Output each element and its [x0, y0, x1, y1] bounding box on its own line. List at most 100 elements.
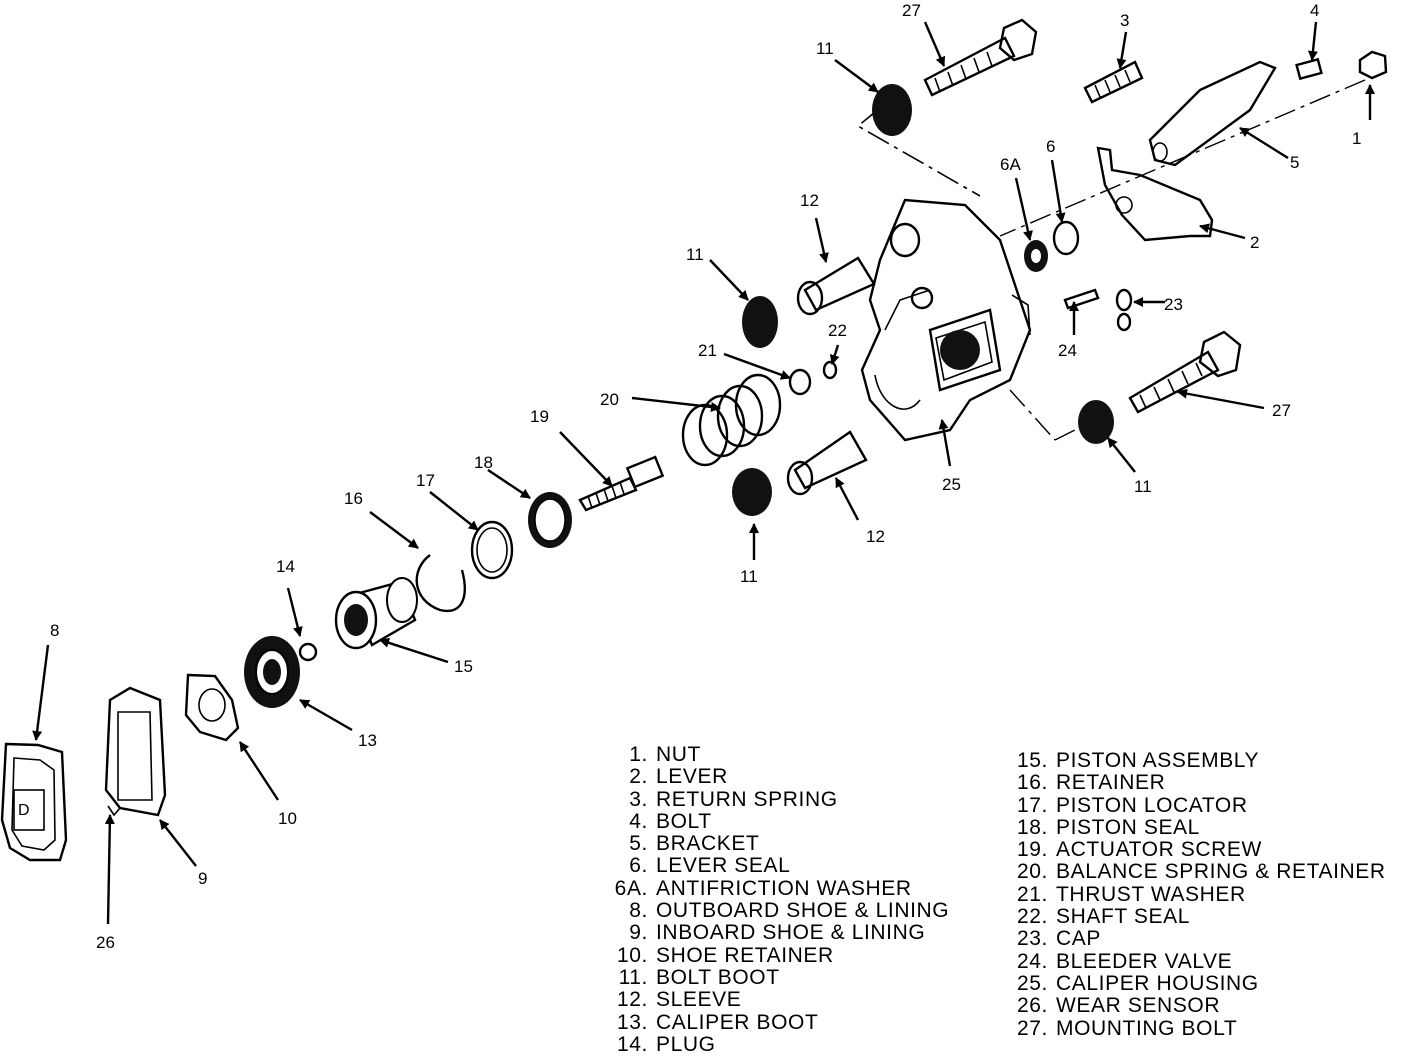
balance-spring-part: [681, 373, 782, 467]
callout-9: 9: [198, 869, 207, 888]
callout-8: 8: [50, 621, 59, 640]
legend-label: NUT: [656, 743, 701, 766]
legend-label: BRACKET: [656, 832, 760, 856]
legend-label: PISTON ASSEMBLY: [1056, 749, 1260, 772]
legend-number: 11.: [618, 965, 648, 989]
legend-item: 16. RETAINER: [1010, 771, 1386, 795]
legend-item: 6.LEVER SEAL: [612, 854, 949, 878]
legend-item: 13.CALIPER BOOT: [612, 1010, 949, 1034]
leader-arrows: [32, 21, 1375, 925]
callout-16: 16: [344, 489, 363, 508]
legend-number: 4.: [629, 809, 648, 833]
piston-assembly-part: [334, 577, 418, 650]
callout-11-right: 11: [1134, 477, 1152, 496]
callout-10: 10: [278, 809, 297, 828]
legend-label: RETAINER: [1056, 771, 1166, 795]
callout-11-top: 11: [816, 39, 834, 58]
callout-13: 13: [358, 731, 377, 750]
legend-number: 10.: [617, 943, 648, 967]
callout-20: 20: [600, 390, 619, 409]
legend-label: PISTON SEAL: [1056, 815, 1200, 839]
legend-item: 17. PISTON LOCATOR: [1010, 793, 1386, 817]
legend-number: 24.: [1017, 949, 1048, 973]
legend-label: RETURN SPRING: [656, 787, 838, 811]
legend-label: MOUNTING BOLT: [1056, 1016, 1238, 1040]
legend-item: 19.ACTUATOR SCREW: [1010, 838, 1386, 862]
antifriction-washer-part: [1024, 240, 1048, 272]
legend-label: PISTON LOCATOR: [1056, 793, 1248, 817]
legend-label: SLEEVE: [656, 988, 742, 1012]
legend-item: 14. PLUG: [612, 1032, 949, 1056]
legend-number: 9.: [629, 921, 648, 945]
legend-label: CAP: [1056, 927, 1101, 951]
callout-24: 24: [1058, 341, 1077, 360]
sleeve-part: [786, 256, 876, 496]
callout-11-mid: 11: [686, 245, 704, 264]
legend-item: 18. PISTON SEAL: [1010, 815, 1386, 839]
nut-part: [1358, 50, 1388, 80]
callout-12-low: 12: [866, 527, 885, 546]
svg-text:D: D: [18, 802, 30, 819]
callout-27-right: 27: [1272, 401, 1291, 420]
callout-14: 14: [276, 557, 295, 576]
mounting-bolt-part: [923, 18, 1242, 414]
callout-2: 2: [1250, 233, 1259, 252]
parts-legend-left: 1.NUT 2.LEVER 3.RETURN SPRING 4.BOLT 5.B…: [612, 743, 949, 1056]
callout-4: 4: [1310, 1, 1319, 20]
legend-number: 18.: [1017, 815, 1048, 839]
legend-item: 11.BOLT BOOT: [612, 965, 949, 989]
plug-part: [298, 642, 318, 662]
legend-item: 3. RETURN SPRING: [612, 787, 949, 811]
legend-number: 6.: [629, 854, 648, 878]
callout-1: 1: [1352, 129, 1361, 148]
bolt-small-part: [1295, 57, 1323, 81]
legend-label: PLUG: [656, 1032, 716, 1056]
inboard-shoe-part: [104, 686, 167, 817]
legend-item: 24.BLEEDER VALVE: [1010, 949, 1386, 973]
legend-number: 5.: [629, 832, 648, 856]
legend-label: BALANCE SPRING & RETAINER: [1056, 860, 1386, 884]
legend-item: 4.BOLT: [612, 809, 949, 833]
legend-item: 27. MOUNTING BOLT: [1010, 1016, 1386, 1040]
legend-label: WEAR SENSOR: [1056, 994, 1221, 1018]
actuator-screw-part: [578, 455, 665, 512]
return-spring-part: [1083, 60, 1144, 104]
callout-26: 26: [96, 933, 115, 952]
legend-item: 23.CAP: [1010, 927, 1386, 951]
legend-item: 2.LEVER: [612, 765, 949, 789]
thrust-washer-part: [788, 368, 812, 396]
parts-legend-right: 15. PISTON ASSEMBLY 16. RETAINER 17. PISTON…: [1010, 749, 1386, 1040]
legend-item: 15. PISTON ASSEMBLY: [1010, 749, 1386, 772]
callout-6a: 6A: [1000, 155, 1021, 174]
legend-number: 17.: [1017, 793, 1048, 817]
callout-6: 6: [1046, 137, 1055, 156]
legend-number: 27.: [1017, 1016, 1048, 1040]
legend-label: INBOARD SHOE & LINING: [656, 921, 926, 945]
legend-number: 20.: [1017, 860, 1048, 884]
retainer-part: [415, 554, 466, 613]
callout-15: 15: [454, 657, 473, 676]
caliper-boot-part: [244, 636, 300, 708]
legend-number: 21.: [1017, 882, 1048, 906]
legend-number: 16.: [1017, 771, 1048, 795]
cap-part: [1115, 288, 1133, 332]
callout-19: 19: [530, 407, 549, 426]
legend-item: 5. BRACKET: [612, 832, 949, 856]
legend-item: 25.CALIPER HOUSING: [1010, 971, 1386, 995]
legend-item: 6A.ANTIFRICTION WASHER: [612, 876, 949, 900]
shoe-retainer-part: [184, 673, 240, 742]
legend-label: CALIPER HOUSING: [1056, 971, 1259, 995]
legend-item: 8.OUTBOARD SHOE & LINING: [612, 899, 949, 922]
legend-number: 6A.: [614, 876, 648, 900]
legend-number: 15.: [1017, 749, 1048, 772]
legend-label: CALIPER BOOT: [656, 1010, 819, 1034]
legend-number: 12.: [617, 988, 648, 1012]
legend-item: 20. BALANCE SPRING & RETAINER: [1010, 860, 1386, 884]
legend-item: 9. INBOARD SHOE & LINING: [612, 921, 949, 945]
callout-22: 22: [828, 321, 847, 340]
legend-label: SHAFT SEAL: [1056, 905, 1190, 929]
legend-number: 19.: [1017, 838, 1048, 862]
legend-number: 3.: [629, 787, 648, 811]
legend-number: 14.: [617, 1032, 648, 1056]
legend-label: LEVER: [656, 765, 728, 789]
